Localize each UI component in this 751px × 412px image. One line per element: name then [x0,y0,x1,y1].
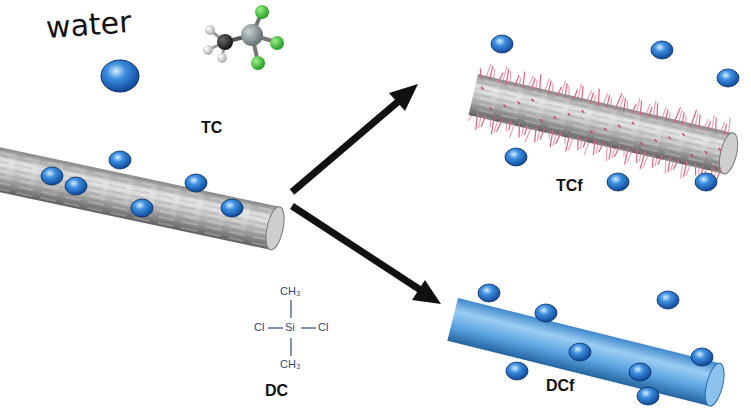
reaction-arrows [292,84,441,304]
formula-atom: Si [285,322,295,333]
untreated-fiber [0,146,287,251]
formula-group: CH₃ [280,286,300,297]
dc-bonds [268,300,316,356]
molecule-label: DC [265,383,288,399]
formula-group: CH₃ [280,359,300,370]
water-droplets [41,35,739,405]
water-title: water [45,7,132,43]
formula-atom: Cl [318,322,328,333]
formula-atom: Cl [254,322,264,333]
molecule-label: TC [201,120,222,136]
tc-fiber [465,60,744,189]
dc-fiber [447,298,727,408]
tc-molecule [203,5,284,70]
fiber-label: DCf [546,378,574,394]
fiber-label: TCf [556,178,583,194]
